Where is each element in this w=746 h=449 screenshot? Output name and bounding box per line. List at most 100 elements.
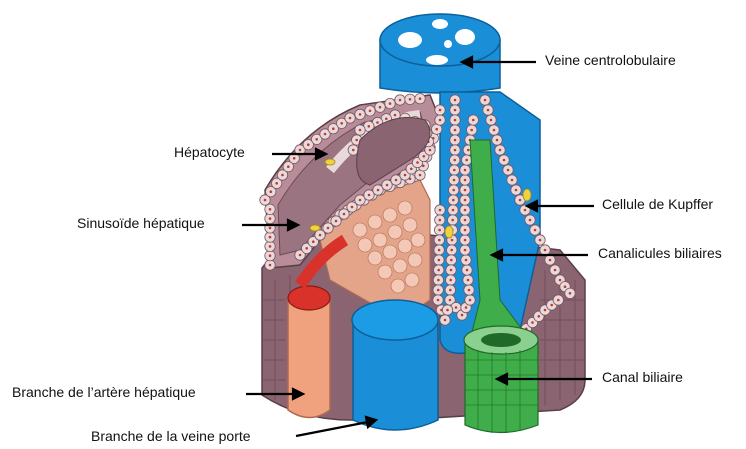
hepatic-artery-label: Branche de l’artère hépatique [12,384,196,400]
hepatocyte-nucleus [557,299,560,302]
hepatocyte-nucleus [376,121,379,124]
kupffer-cell-label: Cellule de Kupffer [602,196,713,212]
hepatocyte-nucleus [507,169,510,172]
sinusoid-label: Sinusoïde hépatique [77,215,205,231]
hepatocyte-nucleus [472,119,475,122]
hepatocyte-nucleus [269,217,272,220]
hepatocyte-nucleus [499,149,502,152]
hepatocyte-nucleus [461,314,464,317]
hepatocyte-nucleus [439,209,442,212]
hepatocyte-nucleus [269,245,272,248]
hepatocyte-nucleus [454,139,457,142]
hepatocyte-nucleus [452,189,455,192]
hepatocyte-nucleus [394,114,397,117]
hepatocyte-nucleus [369,110,372,113]
hepatocyte-nucleus [349,117,352,120]
hepatocyte-nucleus [493,129,496,132]
hepatocyte-nucleus [293,157,296,160]
hepatocyte-nucleus [465,159,468,162]
hepatocyte-nucleus [437,299,440,302]
hepatocyte-nucleus [324,133,327,136]
hepatocyte-nucleus [327,227,330,230]
hepatocyte-nucleus [524,209,527,212]
hepatocyte-nucleus [351,206,354,209]
hepatocyte-nucleus [544,309,547,312]
hepatocyte-nucleus [559,279,562,282]
hepatocyte-nucleus [438,229,441,232]
hepatocyte-nucleus [554,269,557,272]
hepatocyte-nucleus [464,179,467,182]
hepatocyte-nucleus [454,129,457,132]
hepatocyte-nucleus [332,127,335,130]
hepatocyte-nucleus [395,179,398,182]
portal-vein-branch [352,300,438,430]
hepatocyte-nucleus [343,213,346,216]
hepatocyte-nucleus [465,306,468,309]
hepatocyte-nucleus [450,259,453,262]
hepatocyte-nucleus [453,179,456,182]
hepatocyte-nucleus [454,109,457,112]
hepatocyte-nucleus [464,209,467,212]
hepatocyte-nucleus [355,139,358,142]
hepatocyte-nucleus [399,99,402,102]
hepatocyte-nucleus [467,279,470,282]
hepatocyte-nucleus [484,99,487,102]
hepatocyte-nucleus [438,259,441,262]
hepatocyte-nucleus [281,174,284,177]
hepatocyte-nucleus [490,119,493,122]
hepatocyte-nucleus [451,239,454,242]
hepatocyte-nucleus [377,189,380,192]
hepatocyte-nucleus [470,129,473,132]
hepatocyte-nucleus [312,240,315,243]
hepatocyte-nucleus [437,289,440,292]
hepatocyte-nucleus [275,182,278,185]
bile-canaliculi-label: Canalicules biliaires [598,245,722,261]
hepatocyte-nucleus [269,264,272,267]
hepatocyte-nucleus [468,289,471,292]
hepatocyte-nucleus [467,149,470,152]
hepatocyte-nucleus [385,118,388,121]
hepatocyte-nucleus [449,289,452,292]
hepatocyte-nucleus [438,239,441,242]
hepatocyte-nucleus [454,99,457,102]
central-vein-label: Veine centrolobulaire [545,52,676,68]
hepatocyte-nucleus [466,269,469,272]
hepatocyte-label: Hépatocyte [174,144,245,160]
hepatocyte-nucleus [438,249,441,252]
hepatocyte-nucleus [419,174,422,177]
bile-duct-label: Canal biliaire [602,369,683,385]
hepatocyte-nucleus [446,309,449,312]
hepatocyte-nucleus [379,106,382,109]
hepatocyte-nucleus [269,236,272,239]
hepatocyte-nucleus [305,247,308,250]
hepatocyte-nucleus [359,199,362,202]
hepatocyte-nucleus [464,189,467,192]
hepatocyte-nucleus [386,184,389,187]
hepatocyte-nucleus [452,209,455,212]
hepatocyte-nucleus [269,208,272,211]
hepatocyte-nucleus [299,149,302,152]
hepatocyte-nucleus [549,259,552,262]
hepatocyte-nucleus [439,219,442,222]
hepatocyte-nucleus [564,285,567,288]
hepatocyte-nucleus [538,315,541,318]
hepatocyte-nucleus [464,169,467,172]
hepatocyte-nucleus [264,199,267,202]
hepatocyte-nucleus [429,149,432,152]
hepatocyte-nucleus [449,299,452,302]
hepatocyte-nucleus [469,299,472,302]
hepatocyte-nucleus [451,219,454,222]
hepatocyte-nucleus [269,254,272,257]
hepatocyte-nucleus [368,194,371,197]
hepatocyte-nucleus [464,219,467,222]
hepatocyte-nucleus [419,97,422,100]
hepatocyte-nucleus [270,190,273,193]
hepatocyte-nucleus [416,161,419,164]
hepatocyte-nucleus [437,279,440,282]
hepatocyte-nucleus [464,199,467,202]
hepatocyte-nucleus [269,227,272,230]
hepatocyte-nucleus [464,249,467,252]
hepatocyte-nucleus [511,179,514,182]
hepatocyte-nucleus [368,125,371,128]
hepatocyte-nucleus [455,306,458,309]
